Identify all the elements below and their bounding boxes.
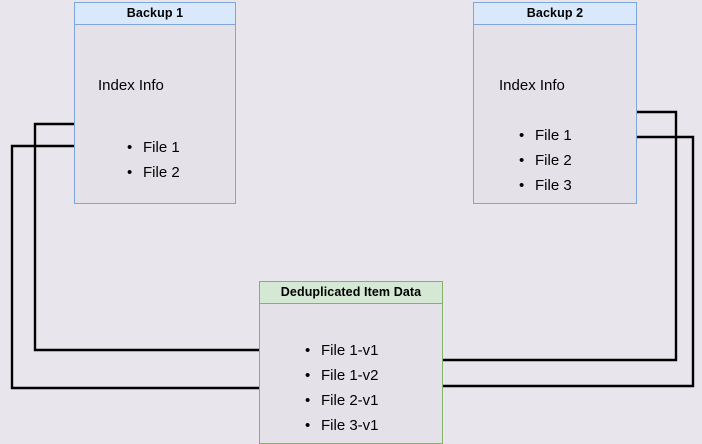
backup1-title: Backup 1: [75, 3, 235, 25]
backup1-body: Index Info File 1 File 2: [75, 25, 235, 203]
connector-backup2-file2-to-dedup-file2v1: [395, 135, 695, 395]
backup2-box[interactable]: Backup 2 Index Info File 1 File 2 File 3: [473, 2, 637, 204]
deduplicated-item-data-title: Deduplicated Item Data: [260, 282, 442, 304]
list-item[interactable]: File 3-v1: [305, 413, 379, 438]
connector-backup1-file2-to-dedup-file2v1: [10, 144, 302, 397]
list-item[interactable]: File 3: [519, 173, 572, 198]
backup2-index-info-label: Index Info: [499, 77, 565, 94]
backup1-index-info-label: Index Info: [98, 77, 164, 94]
backup2-file-list: File 1 File 2 File 3: [519, 123, 572, 198]
list-item[interactable]: File 1: [519, 123, 572, 148]
backup1-file-list: File 1 File 2: [127, 135, 180, 185]
list-item[interactable]: File 2: [519, 148, 572, 173]
deduplicated-item-data-box[interactable]: Deduplicated Item Data File 1-v1 File 1-…: [259, 281, 443, 444]
deduplicated-item-data-body: File 1-v1 File 1-v2 File 2-v1 File 3-v1: [260, 304, 442, 443]
dedup-item-list: File 1-v1 File 1-v2 File 2-v1 File 3-v1: [305, 338, 379, 438]
list-item[interactable]: File 1-v1: [305, 338, 379, 363]
backup2-body: Index Info File 1 File 2 File 3: [474, 25, 636, 203]
backup1-box[interactable]: Backup 1 Index Info File 1 File 2: [74, 2, 236, 204]
list-item[interactable]: File 1-v2: [305, 363, 379, 388]
list-item[interactable]: File 2: [127, 160, 180, 185]
list-item[interactable]: File 2-v1: [305, 388, 379, 413]
backup2-title: Backup 2: [474, 3, 636, 25]
list-item[interactable]: File 1: [127, 135, 180, 160]
